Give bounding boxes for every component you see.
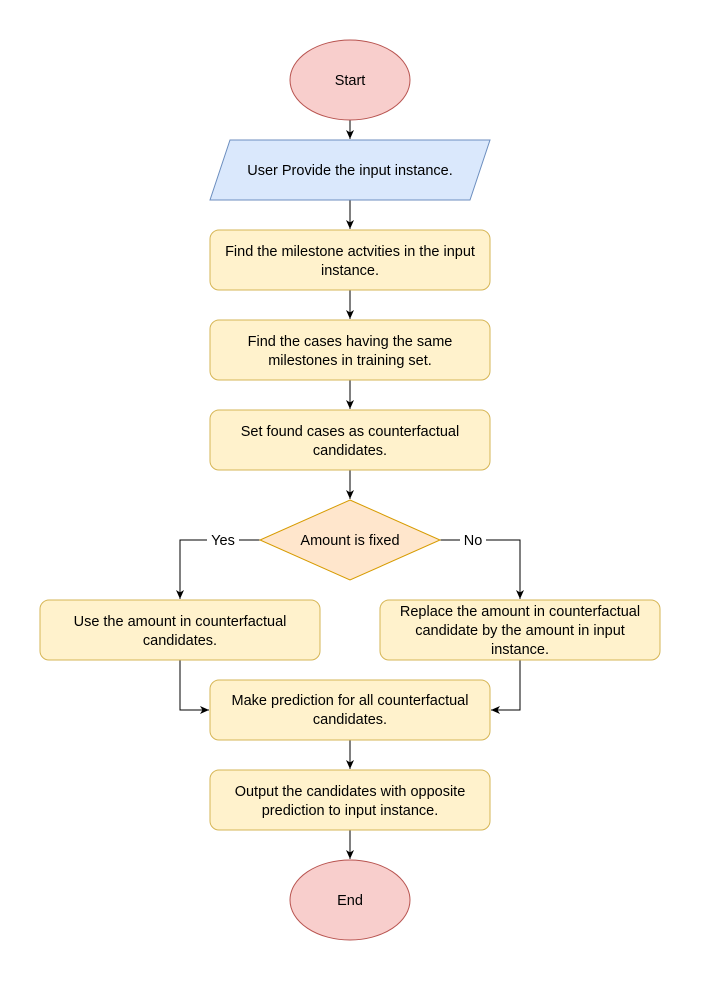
node-start: Start	[289, 39, 411, 121]
edge-useamount-predict	[179, 660, 209, 714]
node-cases: Find the cases having the same milestone…	[209, 319, 491, 381]
node-useamount-label-line-2: candidates.	[143, 633, 217, 649]
node-replace-label-line-3: instance.	[491, 642, 549, 658]
node-useamount: Use the amount in counterfactual candida…	[39, 599, 321, 661]
node-cases-label-line-2: milestones in training set.	[268, 353, 432, 369]
node-setcand-label-line-2: candidates.	[313, 443, 387, 459]
edge-replace-predict	[491, 660, 521, 714]
edge-label-yes: Yes	[211, 533, 235, 549]
node-setcand-label-line-1: Set found cases as counterfactual	[241, 424, 459, 440]
node-output-label-line-2: prediction to input instance.	[262, 803, 439, 819]
node-setcand: Set found cases as counterfactual candid…	[209, 409, 491, 471]
node-predict-label-line-1: Make prediction for all counterfactual	[232, 693, 469, 709]
node-replace-label-line-2: candidate by the amount in input	[415, 623, 625, 639]
node-predict: Make prediction for all counterfactual c…	[209, 679, 491, 741]
node-milestone-label-line-2: instance.	[321, 263, 379, 279]
node-replace-label-line-1: Replace the amount in counterfactual	[400, 604, 640, 620]
node-start-label: Start	[335, 73, 366, 89]
node-milestone: Find the milestone actvities in the inpu…	[209, 229, 491, 291]
node-decision: Amount is fixed	[258, 499, 442, 581]
node-predict-label-line-2: candidates.	[313, 712, 387, 728]
node-end: End	[289, 859, 411, 941]
node-input-label: User Provide the input instance.	[247, 163, 453, 179]
node-output-label-line-1: Output the candidates with opposite	[235, 784, 466, 800]
node-cases-label-line-1: Find the cases having the same	[248, 334, 453, 350]
edge-labels: Yes No	[207, 531, 486, 549]
node-end-label: End	[337, 893, 363, 909]
node-replace: Replace the amount in counterfactual can…	[379, 599, 661, 661]
node-milestone-label-line-1: Find the milestone actvities in the inpu…	[225, 244, 475, 260]
edge-label-no: No	[464, 533, 483, 549]
node-output: Output the candidates with opposite pred…	[209, 769, 491, 831]
node-useamount-label-line-1: Use the amount in counterfactual	[74, 614, 287, 630]
node-decision-label: Amount is fixed	[300, 533, 399, 549]
node-input: User Provide the input instance.	[209, 139, 491, 201]
